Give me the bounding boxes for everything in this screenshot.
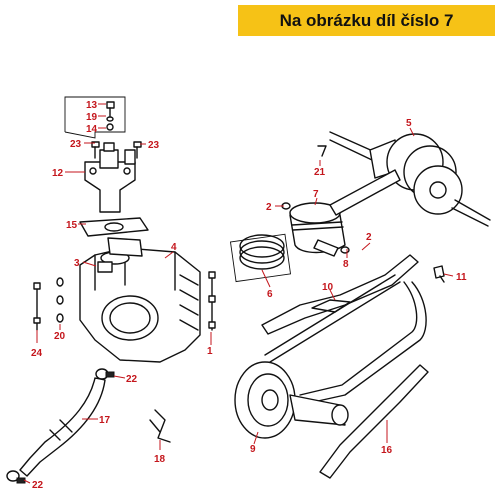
part-label-1: 1 <box>207 346 213 357</box>
banner-text: Na obrázku díl číslo 7 <box>279 10 454 30</box>
part-label-17: 17 <box>99 415 111 426</box>
part-label-22b: 22 <box>32 480 44 491</box>
part-label-23b: 23 <box>148 140 160 151</box>
part-label-19: 19 <box>86 112 98 123</box>
part-labels: 1 2 2 3 4 5 6 7 8 9 10 11 12 13 14 15 16… <box>31 100 467 491</box>
part-label-21: 21 <box>314 167 326 178</box>
part-label-11: 11 <box>456 272 467 283</box>
part-label-9: 9 <box>250 444 256 455</box>
part-label-16: 16 <box>381 445 393 456</box>
part-label-7: 7 <box>313 189 319 200</box>
part-label-14: 14 <box>86 124 98 135</box>
part-label-10: 10 <box>322 282 334 293</box>
crankshaft-drawing <box>317 131 491 227</box>
part-label-8: 8 <box>343 259 349 270</box>
tensioner-assembly-drawing <box>64 96 149 237</box>
cylinder-drawing <box>79 237 201 363</box>
part-label-2a: 2 <box>266 202 272 213</box>
piston-drawing <box>229 202 350 283</box>
part-label-4: 4 <box>171 242 177 253</box>
clip-drawing <box>149 409 171 443</box>
part-label-22a: 22 <box>126 374 138 385</box>
chain-drive-drawing <box>234 254 445 479</box>
leader-lines <box>23 103 454 484</box>
part-label-24: 24 <box>31 348 43 359</box>
part-label-13: 13 <box>86 100 98 111</box>
part-label-5: 5 <box>406 118 412 129</box>
part-label-18: 18 <box>154 454 166 465</box>
studs-drawing <box>33 271 216 331</box>
part-label-6: 6 <box>267 289 273 300</box>
part-label-12: 12 <box>52 168 64 179</box>
part-number-banner: Na obrázku díl číslo 7 <box>238 5 495 36</box>
hose-drawing <box>6 368 115 484</box>
part-label-3: 3 <box>74 258 80 269</box>
part-label-2b: 2 <box>366 232 372 243</box>
part-label-15: 15 <box>66 220 78 231</box>
part-label-20: 20 <box>54 331 66 342</box>
part-label-23a: 23 <box>70 139 82 150</box>
